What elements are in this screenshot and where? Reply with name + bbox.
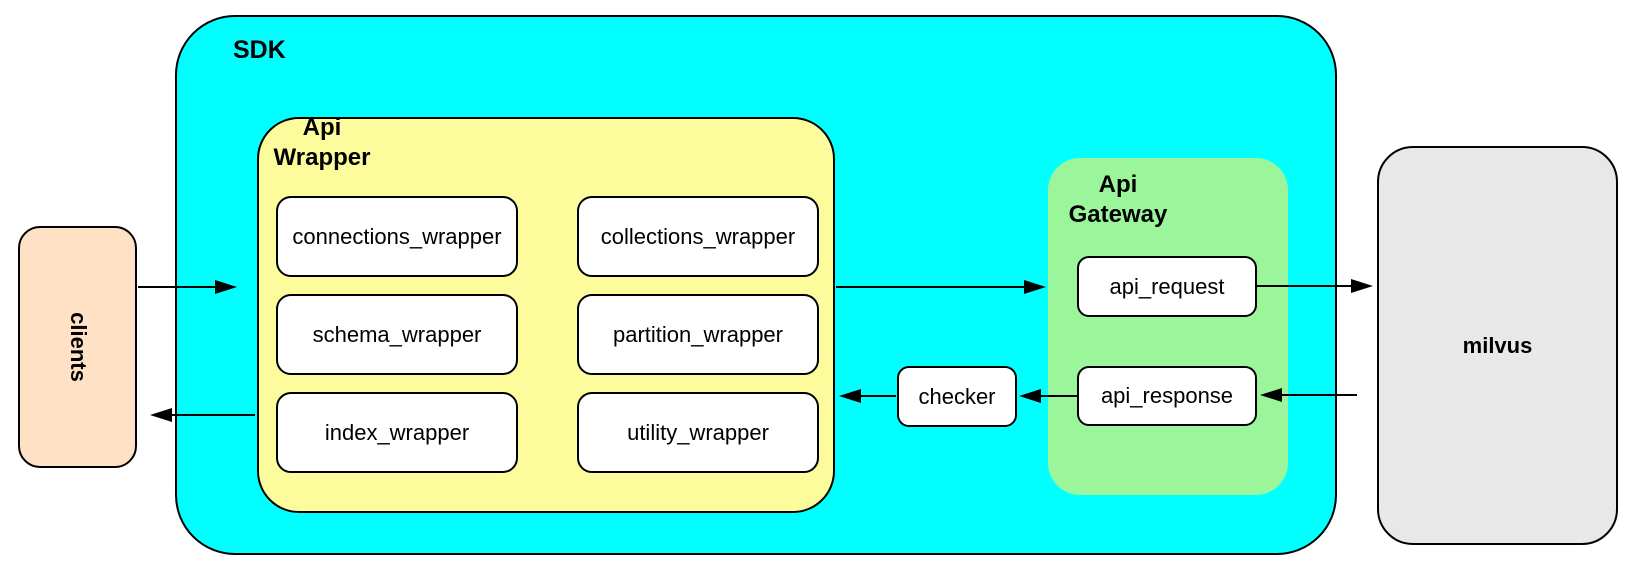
partition-wrapper-label: partition_wrapper	[613, 321, 783, 347]
node-utility-wrapper: utility_wrapper	[577, 392, 819, 473]
utility-wrapper-label: utility_wrapper	[627, 419, 769, 445]
api-request-label: api_request	[1109, 273, 1225, 299]
node-api-response: api_response	[1077, 366, 1257, 426]
node-connections-wrapper: connections_wrapper	[276, 196, 518, 277]
api-wrapper-label-line2: Wrapper	[273, 144, 371, 171]
sdk-label: SDK	[233, 36, 286, 64]
api-response-label: api_response	[1100, 383, 1234, 408]
node-clients: clients	[18, 226, 137, 468]
checker-label: checker	[918, 383, 996, 409]
node-api-request: api_request	[1077, 256, 1257, 317]
milvus-label: milvus	[1462, 332, 1533, 358]
node-checker: checker	[897, 366, 1017, 427]
node-collections-wrapper: collections_wrapper	[577, 196, 819, 277]
connections-wrapper-label: connections_wrapper	[292, 223, 502, 249]
api-gateway-label: Api Gateway	[1048, 170, 1188, 230]
index-wrapper-label: index_wrapper	[324, 419, 470, 445]
node-partition-wrapper: partition_wrapper	[577, 294, 819, 375]
collections-wrapper-label: collections_wrapper	[600, 223, 796, 249]
node-milvus: milvus	[1377, 146, 1618, 545]
node-schema-wrapper: schema_wrapper	[276, 294, 518, 375]
schema-wrapper-label: schema_wrapper	[312, 321, 482, 347]
api-wrapper-label-line1: Api	[302, 114, 342, 141]
node-index-wrapper: index_wrapper	[276, 392, 518, 473]
api-gateway-container	[1048, 158, 1288, 495]
api-gateway-label-line1: Api	[1098, 171, 1138, 198]
api-wrapper-label: Api Wrapper	[257, 113, 387, 173]
clients-label: clients	[65, 312, 91, 382]
api-gateway-label-line2: Gateway	[1068, 201, 1168, 228]
